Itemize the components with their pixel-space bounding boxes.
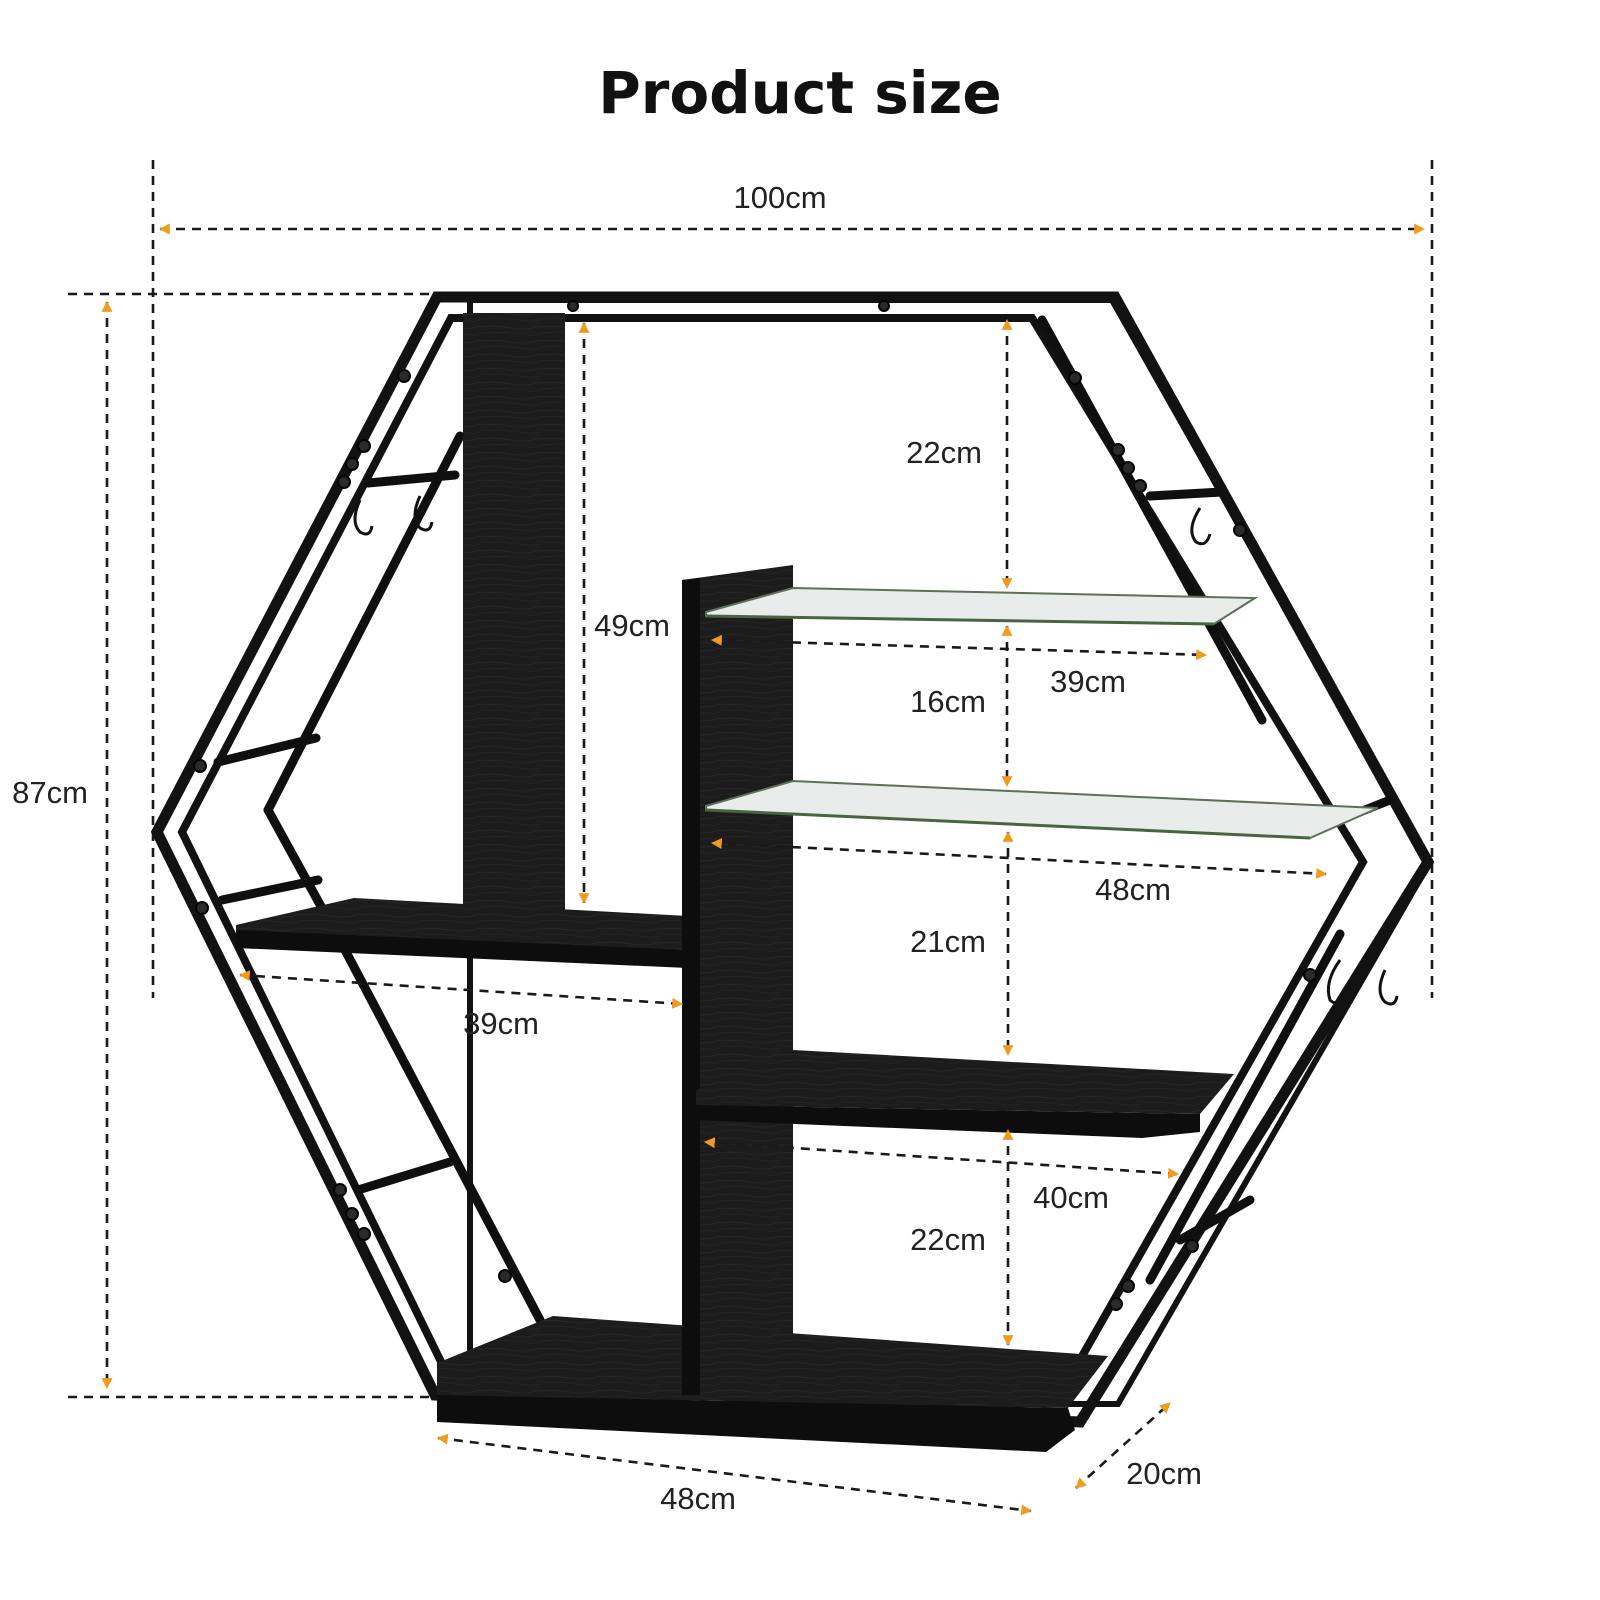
label-glass-shelf-top-width: 39cm [1050, 664, 1126, 699]
dim-line-lower-glass-width [710, 838, 1328, 879]
dimension-labels: 100cm 87cm 49cm 22cm 39cm 16cm 48cm 21cm… [12, 180, 1202, 1516]
frame-bolts [193, 300, 1317, 1384]
hexagon-shelf-illustration [150, 291, 1435, 1452]
frame-rungs [213, 470, 1395, 1245]
label-base-width: 48cm [660, 1481, 736, 1516]
label-left-shelf-width: 39cm [463, 1006, 539, 1041]
left-wood-shelf-edge [236, 930, 688, 968]
label-middle-section-height: 21cm [910, 924, 986, 959]
label-glass-gap-height: 16cm [910, 684, 986, 719]
right-wood-shelf-edge [696, 1105, 1200, 1138]
dim-line-upper-glass-width [710, 634, 1208, 661]
center-vertical-panel-edge [682, 578, 700, 1395]
label-bottom-section-height: 22cm [910, 1222, 986, 1257]
label-overall-width: 100cm [733, 180, 826, 215]
page-title: Product size [598, 59, 1002, 127]
label-glass-shelf-bottom-width: 48cm [1095, 872, 1171, 907]
dimension-lines [101, 223, 1426, 1516]
label-top-section-height: 22cm [906, 435, 982, 470]
dim-line-base-width [436, 1433, 1033, 1516]
label-left-column-height: 49cm [594, 608, 670, 643]
right-wood-shelf [696, 1050, 1234, 1114]
left-vertical-panel [463, 313, 565, 938]
lower-glass-shelf [705, 779, 1379, 840]
dim-line-depth [1075, 1402, 1171, 1489]
label-overall-height: 87cm [12, 775, 88, 810]
upper-glass-shelf [705, 586, 1259, 626]
dim-line-left-shelf-width [238, 970, 684, 1009]
center-vertical-panel [682, 565, 793, 1395]
label-wood-shelf-width: 40cm [1033, 1180, 1109, 1215]
hanging-hooks [353, 495, 1399, 1006]
label-depth: 20cm [1126, 1456, 1202, 1491]
